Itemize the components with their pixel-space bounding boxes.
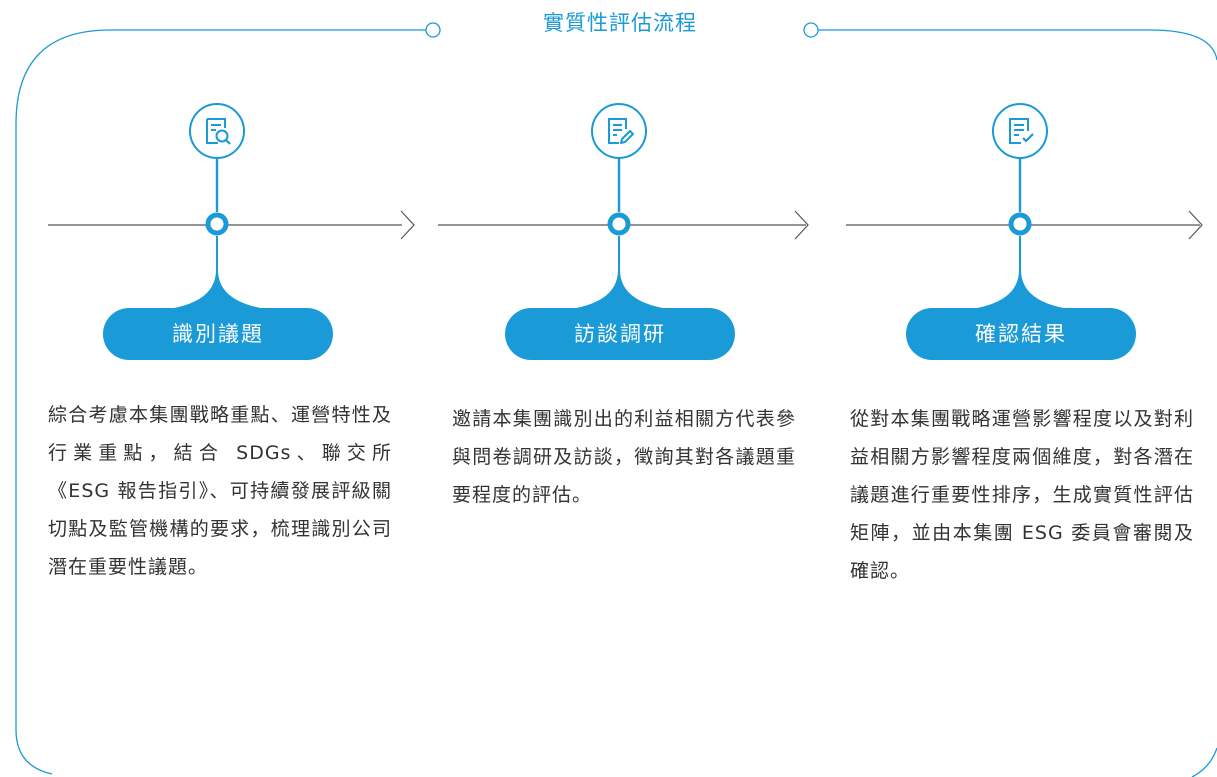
diagram-title: 實質性評估流程 xyxy=(543,11,697,35)
document-check-icon xyxy=(992,103,1048,159)
step-description-confirm: 從對本集團戰略運營影響程度以及對利益相關方影響程度兩個維度，對各潛在議題進行重要… xyxy=(850,408,1194,582)
document-edit-icon xyxy=(591,103,647,159)
step-description-interview: 邀請本集團識別出的利益相關方代表參與問卷調研及訪談，徵詢其對各議題重要程度的評估… xyxy=(452,408,796,506)
step-label-confirm: 確認結果 xyxy=(906,308,1136,360)
step-description-identify: 綜合考慮本集團戰略重點、運營特性及行業重點，結合 SDGs、聯交所《ESG 報告… xyxy=(48,404,392,578)
title-connector-left-node xyxy=(425,22,441,38)
document-search-icon xyxy=(189,103,245,159)
step-label-identify: 識別議題 xyxy=(103,308,333,360)
step-label-interview: 訪談調研 xyxy=(505,308,735,360)
title-connector-right-node xyxy=(803,22,819,38)
